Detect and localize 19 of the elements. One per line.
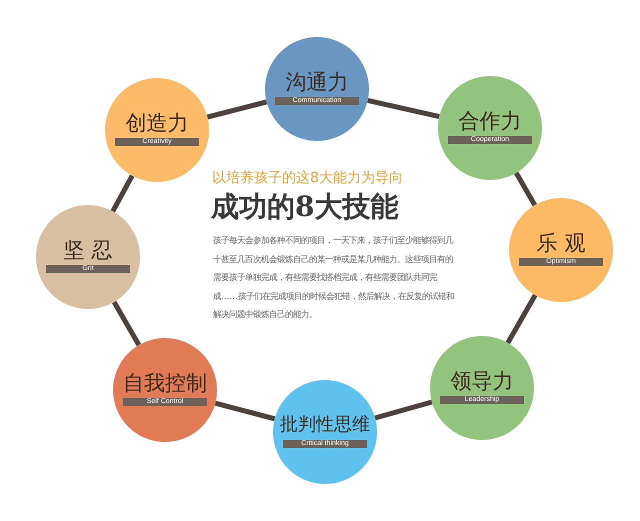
connector-line <box>506 294 538 344</box>
connector-line <box>110 174 134 212</box>
skill-name: 沟通力 <box>286 70 348 94</box>
connector-line <box>214 400 276 422</box>
connector-line <box>367 98 440 120</box>
skill-name: 合作力 <box>458 108 522 134</box>
heading: 成功的8大技能 <box>211 190 398 224</box>
connector-line <box>112 300 142 346</box>
skill-name: 批判性思维 <box>280 414 370 436</box>
skill-name: 坚 忍 <box>64 238 112 262</box>
connector-line <box>514 172 537 206</box>
skill-name: 创造力 <box>126 110 188 136</box>
subtitle: 以培养孩子的这8大能力为导向 <box>212 169 403 187</box>
skill-name: 乐 观 <box>536 230 586 256</box>
connector-line <box>206 99 268 120</box>
connector-line <box>374 400 433 420</box>
skill-name: 自我控制 <box>123 370 207 396</box>
skill-name: 领导力 <box>450 368 514 394</box>
body-text: 孩子每天会参加各种不同的项目，一天下来，孩子们至少能够得到几十甚至几百次机会锻炼自己的某一种或是某几种能力。这些项目有的需要孩子单独完成，有些需要找搭档完成，有些需要团队共同完成……孩子们在完成项目的时候会犯错，然后解决，在反复的试错和解决问题中锻炼自己的能力。 <box>213 234 455 321</box>
